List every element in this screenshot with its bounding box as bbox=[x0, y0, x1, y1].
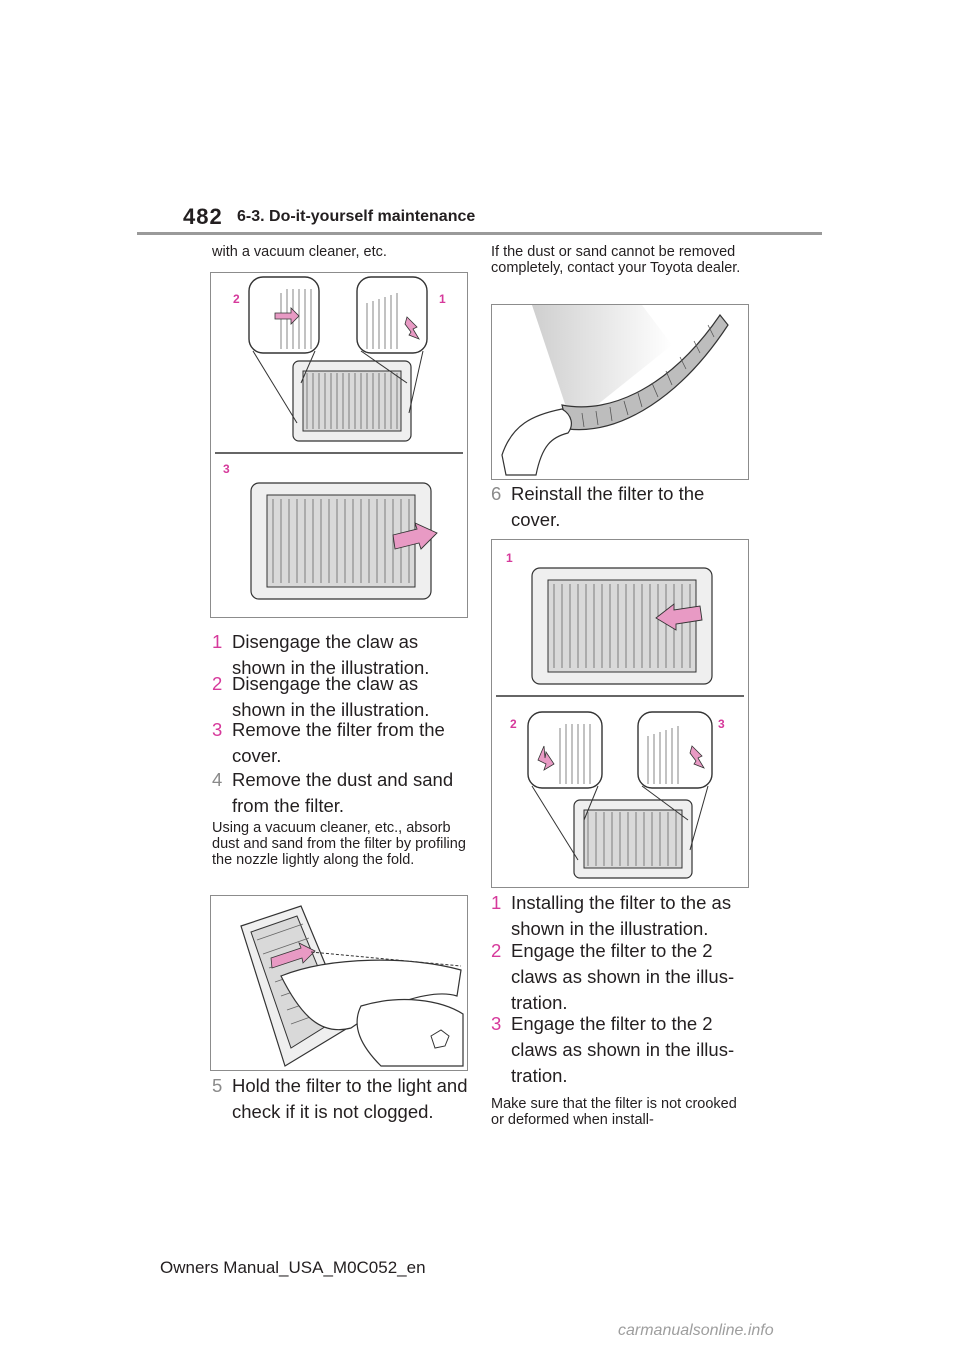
figure-reinstall-filter-illustration: 1 2 3 bbox=[496, 551, 744, 879]
left-step-5-text: Hold the filter to the light and check i… bbox=[232, 1075, 468, 1122]
fig2-label-3: 3 bbox=[718, 717, 725, 731]
left-step-3-number: 3 bbox=[212, 719, 223, 740]
figure-light-check bbox=[491, 304, 749, 480]
right-step-1-text: Installing the filter to the as shown in… bbox=[511, 892, 732, 939]
left-step-1-number: 1 bbox=[212, 631, 223, 652]
figure-remove-filter-illustration: 2 1 3 bbox=[215, 276, 463, 600]
fig1-label-3: 3 bbox=[223, 462, 230, 476]
figure-light-check-illustration bbox=[501, 305, 729, 476]
header-rule bbox=[137, 232, 822, 235]
watermark: carmanualsonline.info bbox=[618, 1322, 774, 1339]
page-number: 482 bbox=[183, 204, 223, 229]
left-step-5: 5 Hold the filter to the light and check… bbox=[212, 1073, 472, 1125]
footer-text: Owners Manual_USA_M0C052_en bbox=[160, 1258, 426, 1277]
figure-vacuum-illustration bbox=[240, 905, 464, 1067]
left-note: Using a vacuum cleaner, etc., absorb dus… bbox=[212, 820, 466, 868]
left-step-4-number: 4 bbox=[212, 769, 223, 790]
right-step-1: 1 Installing the filter to the as shown … bbox=[491, 890, 747, 942]
left-step-4-text: Remove the dust and sand from the filter… bbox=[232, 769, 454, 816]
left-step-1-text: Disengage the claw as shown in the illus… bbox=[232, 631, 430, 678]
left-step-3: 3 Remove the filter from the cover. bbox=[212, 717, 468, 769]
right-step-6: 6 Reinstall the filter to the cover. bbox=[491, 481, 747, 533]
left-step-4: 4 Remove the dust and sand from the filt… bbox=[212, 767, 468, 819]
right-step-3-number: 3 bbox=[491, 1013, 502, 1034]
right-step-2-number: 2 bbox=[491, 940, 502, 961]
left-step-3-text: Remove the filter from the cover. bbox=[232, 719, 445, 766]
right-step-6-number: 6 bbox=[491, 483, 502, 504]
right-step-2-text: Engage the filter to the 2 claws as show… bbox=[511, 940, 735, 1013]
figure-remove-filter: 2 1 3 bbox=[210, 272, 468, 618]
right-step-6-text: Reinstall the filter to the cover. bbox=[511, 483, 705, 530]
section-title: 6-3. Do-it-yourself maintenance bbox=[237, 208, 476, 225]
right-step-1-number: 1 bbox=[491, 892, 502, 913]
fig1-label-2: 2 bbox=[233, 292, 240, 306]
right-step-2: 2 Engage the filter to the 2 claws as sh… bbox=[491, 938, 747, 1016]
left-step-2-text: Disengage the claw as shown in the illus… bbox=[232, 673, 430, 720]
left-intro: with a vacuum cleaner, etc. bbox=[212, 244, 387, 260]
right-note: Make sure that the filter is not crooked… bbox=[491, 1096, 737, 1128]
right-step-3-text: Engage the filter to the 2 claws as show… bbox=[511, 1013, 735, 1086]
left-step-2-number: 2 bbox=[212, 673, 223, 694]
figure-vacuum bbox=[210, 895, 468, 1071]
left-step-5-number: 5 bbox=[212, 1075, 223, 1096]
fig2-label-1: 1 bbox=[506, 551, 513, 565]
fig2-label-2: 2 bbox=[510, 717, 517, 731]
fig1-label-1: 1 bbox=[439, 292, 446, 306]
left-step-2: 2 Disengage the claw as shown in the ill… bbox=[212, 671, 468, 723]
right-step-3: 3 Engage the filter to the 2 claws as sh… bbox=[491, 1011, 747, 1089]
left-step-1: 1 Disengage the claw as shown in the ill… bbox=[212, 629, 468, 681]
right-intro: If the dust or sand cannot be removed co… bbox=[491, 244, 741, 276]
figure-reinstall-filter: 1 2 3 bbox=[491, 539, 749, 888]
